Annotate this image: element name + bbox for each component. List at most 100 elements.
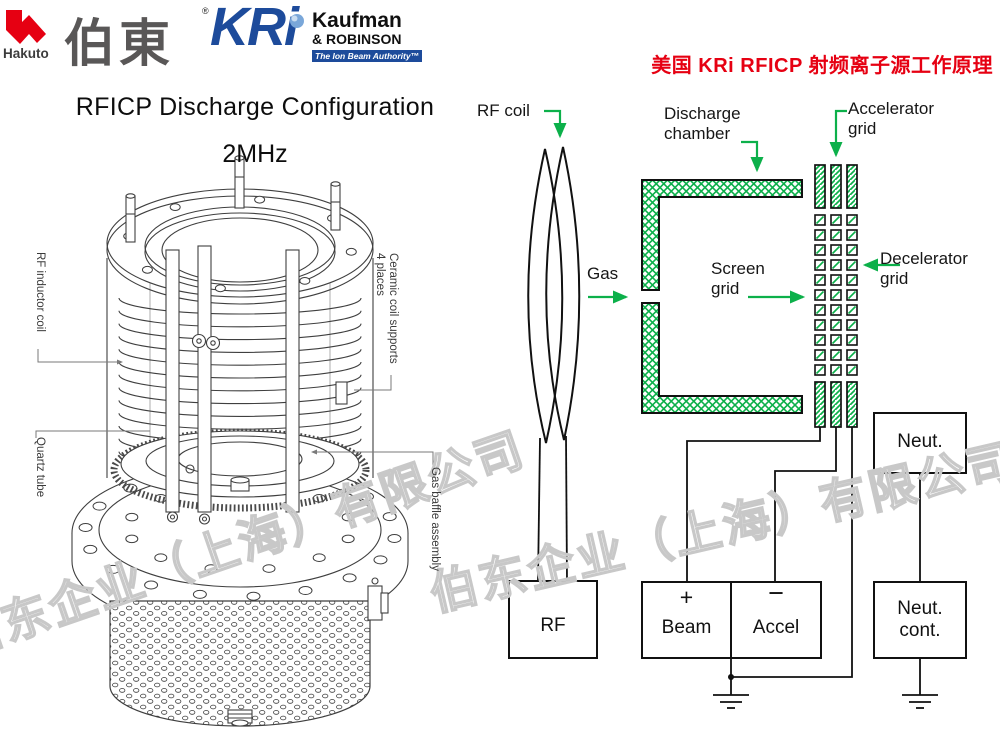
top-ring-bolt [299,276,311,285]
top-ring-bolt [169,203,181,212]
label-gas-baffle: Gas baffle assembly [429,467,441,571]
leader-ceramic-supports [354,375,392,391]
flange-bolt-hole [312,553,326,562]
neut-cont-box-label: Neut. cont. [897,598,943,641]
accel-supply-box [730,581,822,659]
flange-bolt-hole [154,553,168,562]
neut-cont-box [873,581,967,659]
discharge-chamber-wall [641,179,803,291]
coil-turn [118,297,362,315]
top-ring-bolt [254,195,266,204]
flange-bolt-hole [92,501,107,511]
flange-bolt-hole [298,586,313,596]
junction-dot [728,674,734,680]
coil-turn [118,349,362,366]
leader-quartz-tube [35,430,150,438]
flange-bolt-hole [78,522,93,532]
accel-box-label: Accel [752,617,800,638]
flange-bolt-hole [359,492,374,502]
flange-studs [125,155,341,243]
coil-turn [118,323,362,341]
coil-turn [118,413,362,430]
coil-turn [118,387,362,405]
page-title: RFICP Discharge Configuration [75,93,435,121]
decel-grid-wire [731,427,853,678]
discharge-chamber-arrow [741,140,764,173]
accelerator-grid-arrow [829,109,847,158]
accel-grid-wire [774,427,837,582]
label-screen-grid: Screen grid [711,259,765,299]
gas-baffle-can [109,600,371,727]
neut-box-label: Neut. [897,431,943,452]
beam-polarity: + [679,584,694,610]
support-rods [165,245,348,525]
flange-bolt-hole [262,564,276,573]
kri-name-line2: & ROBINSON [312,31,402,47]
label-ceramic-supports: Ceramic coil supports 4 places [373,253,399,364]
rficp-schematic [508,109,967,709]
rf-coil-arrow [544,109,567,139]
coil-turn [118,374,362,392]
hakuto-cjk-wordmark: 伯東 [64,15,175,72]
label-rf-coil: RF coil [477,101,530,120]
kri-tagline: The Ion Beam Authority™ [312,49,423,62]
hakuto-logo-icon [6,10,46,44]
flange-bolt-hole [387,534,402,544]
leader-rf-inductor-coil [37,349,123,365]
coil-turn [118,400,362,417]
flange-bolt-hole [192,589,207,599]
flange-bolt-hole [83,544,98,554]
rf-supply-box [508,580,598,659]
neut-box [873,412,967,474]
top-ring-bolt [214,284,226,293]
top-ring-bolt [345,247,357,256]
coil-turn [118,361,362,379]
flange-bolt-hole [246,591,261,601]
label-quartz-tube: Quartz tube [34,437,46,498]
ground-symbol [713,694,749,709]
flange-bolt-hole [106,564,121,574]
grid-bars [814,164,858,428]
kri-sphere-icon [290,14,304,28]
flange-bolt-hole [144,580,159,590]
hakuto-logo: Hakuto [2,6,62,64]
label-accelerator-grid: Accelerator grid [848,99,934,139]
rf-coil-loop [545,146,581,441]
flange-bolt-hole [373,555,388,565]
coil-turn [118,310,362,328]
kri-name-line1: Kaufman [312,9,402,32]
coil-turn [118,336,362,353]
label-discharge-chamber: Discharge chamber [664,104,741,144]
kri-logo: ® KRi Kaufman & ROBINSON The Ion Beam Au… [196,0,423,68]
leader-gas-baffle [311,449,434,469]
top-ring-bolt [141,265,153,274]
page-subtitle: 2MHz [222,140,288,168]
ion-source-drawing [35,155,434,727]
flange-bolt-hole [125,512,139,522]
grid-apertures [814,214,858,376]
label-rf-inductor-coil: RF inductor coil [34,252,46,332]
discharge-chamber-wall [641,302,803,414]
accel-polarity: − [768,578,784,608]
flange-bolt-hole [341,512,355,522]
label-gas: Gas [587,264,619,283]
bottom-fitting [227,709,253,727]
ground-symbol [902,694,938,709]
flange-bolt-hole [341,534,355,544]
label-decelerator-grid: Decelerator grid [880,249,968,289]
flange-bolt-hole [125,534,139,544]
flange-bolt-hole [342,573,357,583]
rf-box-label: RF [540,615,566,636]
screen-grid-wire [686,427,821,582]
side-fitting [367,577,389,621]
hakuto-wordmark: Hakuto [3,46,49,61]
rf-coil-loop [527,148,564,444]
flange-bolt-hole [204,564,218,573]
flange-bolt-hole [382,512,397,522]
ceramic-support-block [335,381,348,405]
chinese-heading: 美国 KRi RFICP 射频离子源工作原理 [651,55,993,77]
kri-logo-mark: KRi [210,0,299,57]
beam-box-label: Beam [661,617,712,638]
